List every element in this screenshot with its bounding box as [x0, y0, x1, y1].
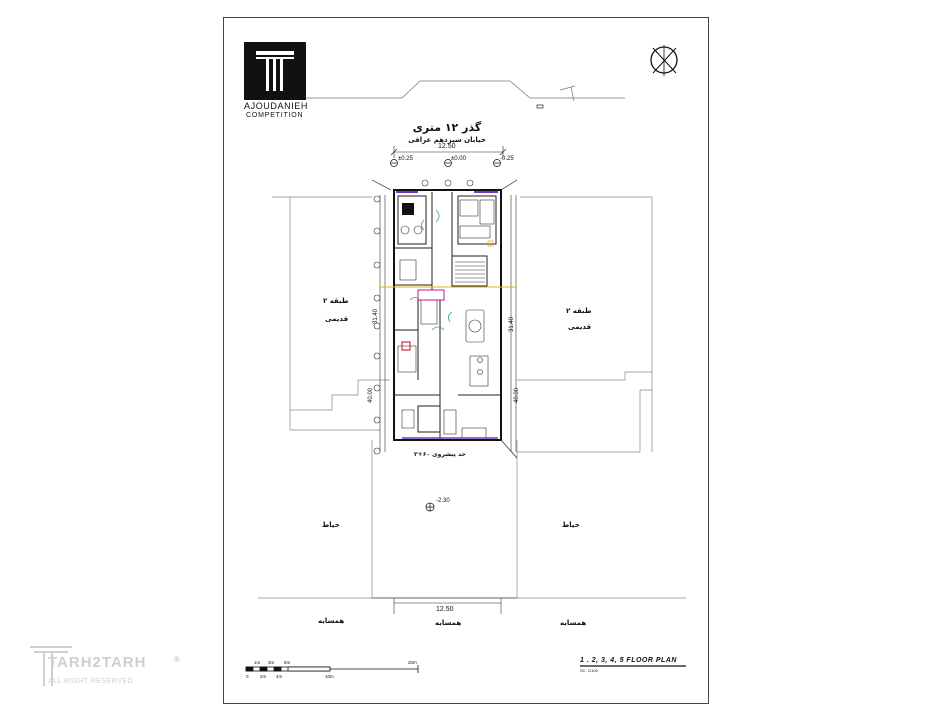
bottom-width-label: 12.50: [436, 606, 454, 613]
t-logo-icon: [256, 51, 294, 91]
watermark-rights: ALL RIGHT RESERVED: [48, 678, 134, 685]
scale-label-1m: 1m: [254, 660, 261, 665]
scale-label-4m: 4m: [276, 674, 283, 679]
grid-axis-bubbles: [373, 179, 474, 455]
level-center: ±0.00: [451, 156, 466, 162]
scale-label-5m: 5m: [284, 660, 291, 665]
scale-label-3m: 3m: [268, 660, 275, 665]
level-yard: -2.30: [436, 498, 450, 504]
old-building-left-type: قدیمی: [325, 315, 349, 323]
right-total-label: 40.00: [514, 387, 520, 403]
level-right: -0.25: [500, 156, 514, 162]
yard-left-label: حیاط: [322, 521, 340, 529]
neighbor-left-label: همسایه: [318, 617, 345, 625]
street-subtitle: خیابان سیزدهم عراقی: [408, 136, 486, 144]
street-title: گذر ۱۲ متری: [412, 121, 482, 134]
brand-subtitle: COMPETITION: [246, 112, 304, 119]
north-arrow-icon: [650, 45, 678, 76]
old-building-left-floors: ۲ طبقه: [323, 297, 349, 305]
left-total-label: 40.00: [368, 387, 374, 403]
setback-line-label: حد پیشروی ۶۰+۲: [414, 451, 466, 458]
street-outline: [272, 80, 625, 109]
scale-label-10m: 10m: [325, 674, 334, 679]
plan-scale: SC. 1/100: [580, 668, 598, 673]
yard-level-marker: [425, 502, 435, 512]
floor-plan: [380, 189, 516, 441]
neighbor-center-label: همسایه: [435, 619, 462, 627]
scale-label-0: 0: [246, 674, 249, 679]
top-width-label: 12.50: [438, 143, 456, 150]
plan-title: 1 . 2, 3, 4, 5 FLOOR PLAN: [580, 657, 677, 664]
brand-name: AJOUDANIEH: [244, 101, 309, 111]
watermark-name: TARH2TARH: [48, 654, 147, 671]
side-dimensions: [379, 195, 517, 614]
property-lines: [258, 179, 686, 599]
ajoudanieh-logo: [244, 42, 306, 100]
scale-label-20m: 20m: [408, 660, 417, 665]
old-building-right-floors: ۲ طبقه: [566, 307, 592, 315]
scale-label-2m: 2m: [260, 674, 267, 679]
old-building-right-type: قدیمی: [568, 323, 592, 331]
level-markers-top: [390, 159, 501, 167]
top-width-dimension: [390, 146, 507, 158]
yard-right-label: حیاط: [562, 521, 580, 529]
level-left: ±0.25: [398, 156, 413, 162]
watermark-registered: ®: [174, 655, 180, 664]
left-length-label: 31.40: [373, 308, 379, 324]
elevator-shaft: [402, 203, 414, 215]
neighbor-right-label: همسایه: [560, 619, 587, 627]
right-length-label: 31.40: [509, 316, 515, 332]
scale-bar: [245, 665, 419, 673]
